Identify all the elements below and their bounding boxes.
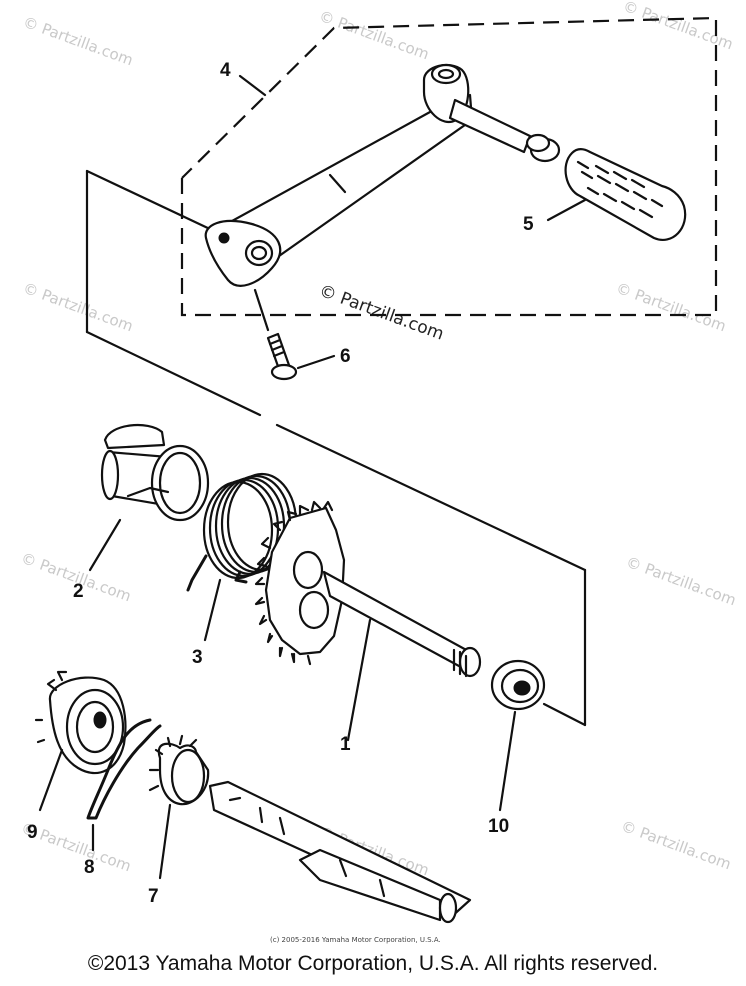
part-label-2: 2 xyxy=(73,581,84,602)
kick-crank-arm xyxy=(204,63,561,287)
watermark: © Partzilla.com xyxy=(21,279,136,336)
crank-bolt xyxy=(253,288,336,381)
part-label-8: 8 xyxy=(84,857,95,878)
part-label-10: 10 xyxy=(488,816,509,837)
kick-ratchet xyxy=(34,670,127,812)
kick-clip xyxy=(86,718,162,852)
watermark: © Partzilla.com xyxy=(624,553,739,610)
part-label-4: 4 xyxy=(220,60,231,81)
kick-axle xyxy=(208,780,472,924)
part-label-1: 1 xyxy=(340,734,351,755)
assembly-outline xyxy=(85,169,587,727)
grip-ridges xyxy=(576,160,664,219)
part-label-9: 9 xyxy=(27,822,38,843)
part-label-3: 3 xyxy=(192,647,203,668)
crank-assembly-box xyxy=(180,16,718,317)
watermark: © Partzilla.com xyxy=(21,13,136,70)
part-labels: 4 5 6 2 3 1 10 9 8 7 xyxy=(27,60,534,907)
kick-grip xyxy=(546,148,687,241)
part-label-6: 6 xyxy=(340,346,351,367)
watermark-center: © Partzilla.com xyxy=(316,281,446,345)
kick-sleeve xyxy=(88,424,210,572)
watermark: © Partzilla.com xyxy=(619,817,734,874)
kick-pinion xyxy=(148,734,210,880)
small-credit: (c) 2005-2016 Yamaha Motor Corporation, … xyxy=(270,936,441,944)
copyright-footer: ©2013 Yamaha Motor Corporation, U.S.A. A… xyxy=(87,952,659,975)
watermark: © Partzilla.com xyxy=(614,279,729,336)
watermark: © Partzilla.com xyxy=(317,7,432,64)
part-label-5: 5 xyxy=(523,214,534,235)
part-label-7: 7 xyxy=(148,886,159,907)
kick-gear xyxy=(254,500,482,742)
watermark: © Partzilla.com xyxy=(621,0,736,53)
kick-washer xyxy=(490,659,546,812)
